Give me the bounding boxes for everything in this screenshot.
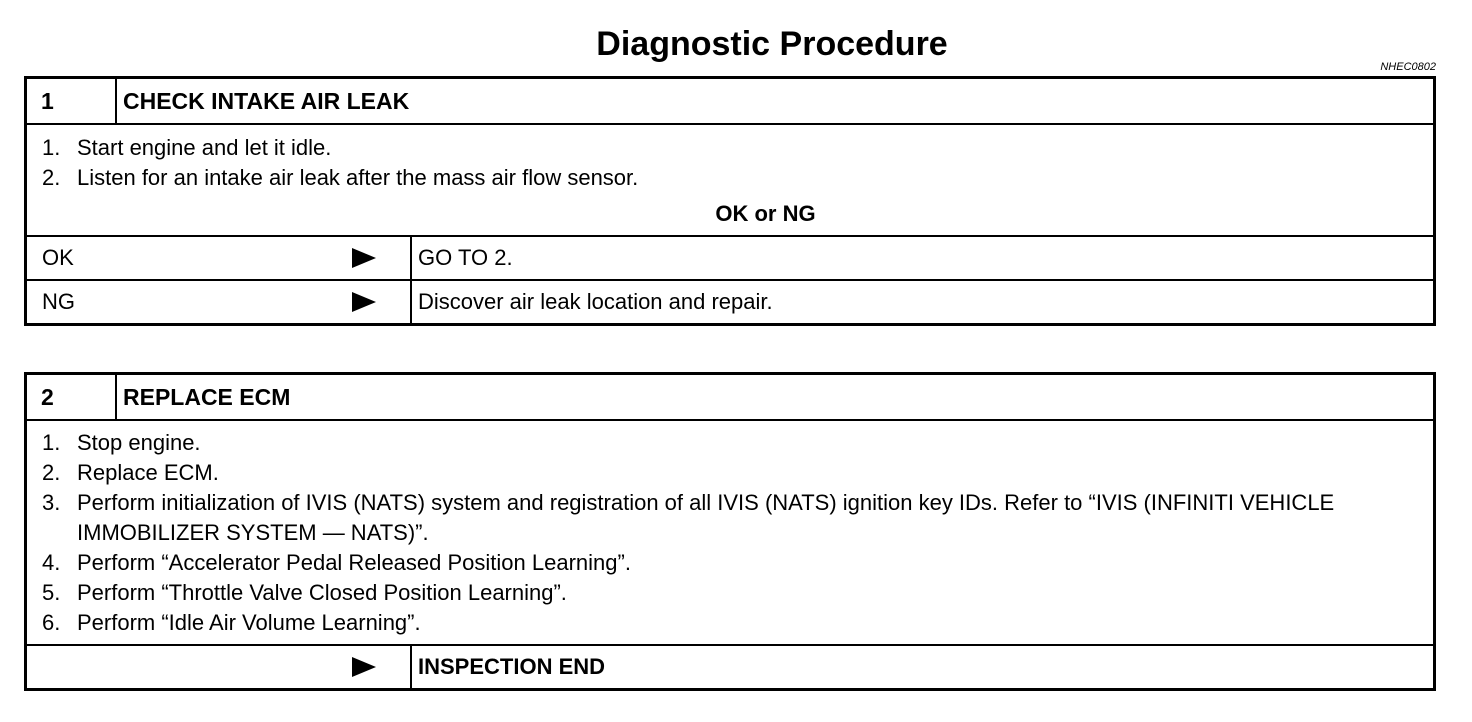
item-text: Listen for an intake air leak after the …: [77, 165, 639, 190]
step-1-title: CHECK INTAKE AIR LEAK: [123, 88, 410, 114]
item-text: Perform “Idle Air Volume Learning”.: [77, 610, 421, 635]
arrow-right-icon: [352, 292, 376, 312]
item-text: Replace ECM.: [77, 460, 219, 485]
list-item: 2. Listen for an intake air leak after t…: [42, 163, 1419, 193]
final-row: INSPECTION END: [27, 644, 1433, 688]
item-number: 2.: [42, 460, 61, 485]
list-item: 5. Perform “Throttle Valve Closed Positi…: [42, 578, 1419, 608]
step-2-number: 2: [27, 375, 117, 419]
item-text: Perform “Throttle Valve Closed Position …: [77, 580, 567, 605]
result-action: Discover air leak location and repair.: [418, 289, 773, 314]
item-number: 1.: [42, 430, 61, 455]
page-title: Diagnostic Procedure: [596, 25, 948, 63]
item-number: 6.: [42, 610, 61, 635]
step-2-instructions: 1. Stop engine. 2. Replace ECM. 3. Perfo…: [27, 421, 1433, 644]
step-2-header: 2 REPLACE ECM: [27, 375, 1433, 421]
step-2-box: 2 REPLACE ECM 1. Stop engine. 2. Replace…: [24, 372, 1436, 691]
result-label: NG: [42, 289, 75, 314]
result-heading: OK or NG: [715, 201, 816, 226]
step-1-box: 1 CHECK INTAKE AIR LEAK 1. Start engine …: [24, 76, 1436, 326]
item-number: 4.: [42, 550, 61, 575]
result-row-ng: NG Discover air leak location and repair…: [27, 279, 1433, 323]
item-text: Perform initialization of IVIS (NATS) sy…: [77, 490, 1335, 545]
step-1-instructions: 1. Start engine and let it idle. 2. List…: [27, 125, 1433, 235]
list-item: 1. Start engine and let it idle.: [42, 133, 1419, 163]
result-row-ok: OK GO TO 2.: [27, 235, 1433, 279]
arrow-right-icon: [352, 657, 376, 677]
step-1-header: 1 CHECK INTAKE AIR LEAK: [27, 79, 1433, 125]
item-text: Perform “Accelerator Pedal Released Posi…: [77, 550, 631, 575]
list-item: 2. Replace ECM.: [42, 458, 1419, 488]
reference-code: NHEC0802: [1380, 61, 1436, 73]
list-item: 4. Perform “Accelerator Pedal Released P…: [42, 548, 1419, 578]
item-text: Start engine and let it idle.: [77, 135, 332, 160]
arrow-right-icon: [352, 248, 376, 268]
step-1-number: 1: [27, 79, 117, 123]
result-label: OK: [42, 245, 74, 270]
item-number: 3.: [42, 490, 61, 515]
step-2-title: REPLACE ECM: [123, 384, 291, 410]
result-action: GO TO 2.: [418, 245, 513, 270]
list-item: 1. Stop engine.: [42, 428, 1419, 458]
final-action: INSPECTION END: [418, 654, 606, 679]
list-item: 3. Perform initialization of IVIS (NATS)…: [42, 488, 1419, 548]
item-number: 5.: [42, 580, 61, 605]
item-text: Stop engine.: [77, 430, 201, 455]
item-number: 2.: [42, 165, 61, 190]
item-number: 1.: [42, 135, 61, 160]
list-item: 6. Perform “Idle Air Volume Learning”.: [42, 608, 1419, 638]
